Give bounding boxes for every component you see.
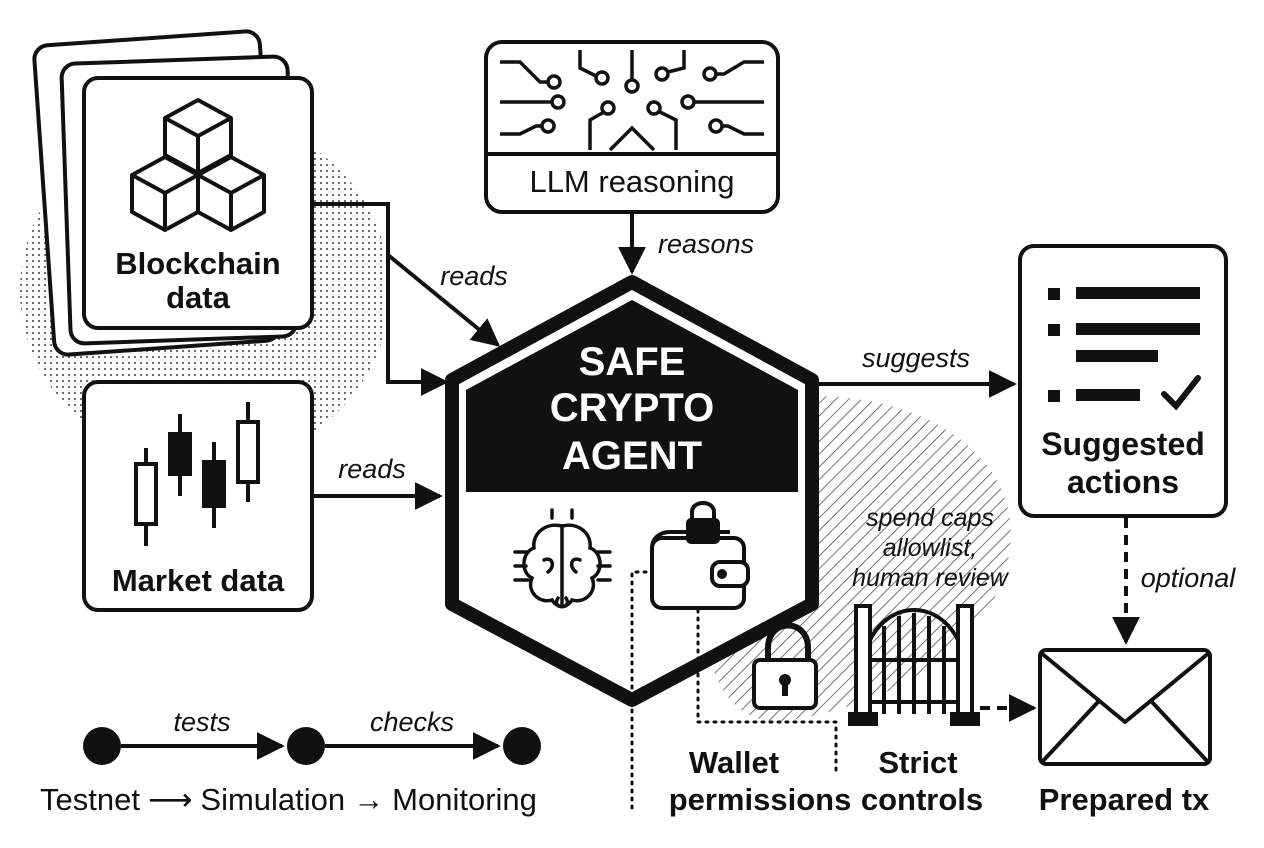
edge-label-blockchain-reads: reads — [440, 261, 508, 291]
blockchain-label-line2: data — [166, 280, 231, 315]
edge-blockchain-to-agent-diag — [386, 253, 501, 347]
pipeline-step-label-tests: tests — [173, 707, 230, 737]
controls-note-line2: allowlist, — [883, 534, 977, 562]
cubes-icon — [130, 98, 266, 232]
suggested-label-line2: actions — [1067, 464, 1179, 500]
market-label: Market data — [112, 563, 285, 598]
wallet-perm-line1: Wallet — [689, 745, 779, 780]
llm-reasoning-node: LLM reasoning — [484, 40, 780, 214]
llm-label: LLM reasoning — [529, 164, 734, 199]
edges — [312, 202, 1140, 722]
pipeline-stage-monitoring: Monitoring — [392, 782, 537, 817]
prepared-label: Prepared tx — [1039, 782, 1210, 817]
agent-title-line2: CRYPTO — [550, 386, 714, 430]
padlock-icon — [752, 622, 818, 710]
gate-icon — [848, 604, 980, 726]
pipeline-stage-simulation: Simulation — [200, 782, 345, 817]
controls-note-line1: spend caps — [866, 504, 994, 532]
checklist-icon — [1048, 287, 1201, 411]
pipeline-step-label-checks: checks — [370, 707, 454, 737]
pipeline-dot-monitoring — [503, 727, 541, 765]
suggested-label-line1: Suggested — [1041, 426, 1205, 462]
pipeline: tests checks Testnet⟶Simulation→Monitori… — [40, 707, 541, 817]
circuit-icon — [500, 50, 764, 152]
safe-crypto-agent-node: SAFE CRYPTO AGENT — [445, 275, 819, 707]
pipeline-arrow-2: → — [353, 782, 384, 817]
blockchain-data-node: Blockchain data — [32, 29, 314, 357]
strict-label-line2: controls — [861, 782, 983, 817]
brain-icon — [513, 508, 612, 609]
dotted-wallet-to-permissions — [696, 608, 838, 774]
edge-label-suggested-optional: optional — [1141, 563, 1237, 593]
blockchain-label-line1: Blockchain — [115, 246, 280, 281]
strict-controls-node: Strict controls — [848, 604, 983, 817]
edge-blockchain-to-agent-upper — [312, 202, 449, 396]
strict-label-line1: Strict — [878, 745, 957, 780]
wallet-perm-line2: permissions — [669, 782, 852, 817]
edge-label-market-reads: reads — [338, 454, 406, 484]
agent-title-line3: AGENT — [562, 434, 702, 478]
pipeline-stage-testnet: Testnet — [40, 782, 140, 817]
market-data-node: Market data — [82, 380, 314, 612]
edge-label-llm-reasons: reasons — [658, 229, 754, 259]
suggested-actions-node: Suggested actions — [1018, 244, 1228, 518]
controls-note-line3: human review — [852, 564, 1010, 592]
wallet-permissions-node: Wallet permissions — [669, 622, 852, 817]
pipeline-dot-testnet — [83, 727, 121, 765]
pipeline-arrow-1: ⟶ — [148, 782, 192, 817]
envelope-icon — [1038, 648, 1212, 766]
pipeline-stages-text: Testnet⟶Simulation→Monitoring — [40, 782, 537, 817]
candlestick-chart-icon — [134, 402, 260, 546]
edge-label-agent-suggests: suggests — [862, 343, 970, 373]
wallet-icon — [650, 501, 750, 610]
agent-title-line1: SAFE — [579, 340, 686, 384]
pipeline-dot-simulation — [287, 727, 325, 765]
dotted-connectors — [630, 570, 838, 814]
prepared-tx-node: Prepared tx — [1038, 648, 1212, 817]
